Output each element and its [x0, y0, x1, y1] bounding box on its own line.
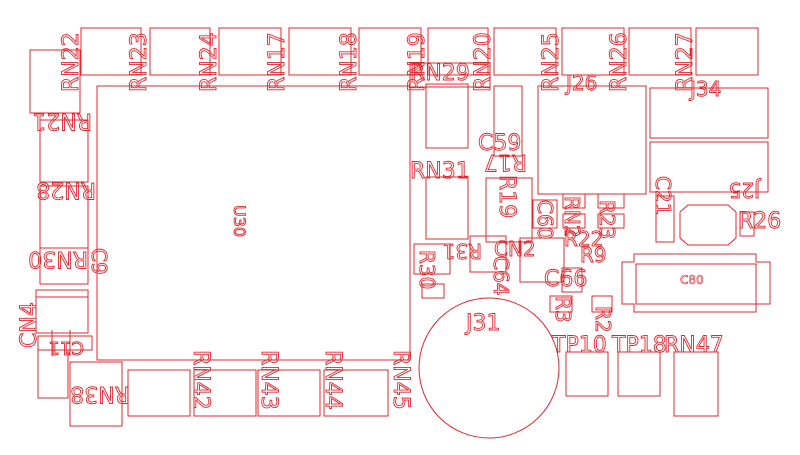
label-c59: C59 — [478, 131, 521, 156]
label-j31: J31 — [464, 311, 500, 336]
j34-outline-b — [649, 141, 769, 193]
rn47-outline — [673, 351, 719, 417]
label-rn42: RN42 — [188, 350, 213, 410]
c21-outline — [655, 195, 675, 243]
label-c9: C9 — [87, 248, 111, 275]
rn22-left-outline — [29, 49, 81, 114]
label-r9: R9 — [580, 243, 607, 267]
label-c66: C66 — [544, 267, 587, 292]
label-r19: R19 — [494, 175, 519, 218]
label-c64: C64 — [489, 256, 513, 295]
rn20-outline — [493, 27, 557, 76]
label-rn26: RN26 — [607, 32, 632, 92]
label-j34: J34 — [688, 77, 721, 101]
rn43-outline — [193, 369, 257, 417]
c80-inner — [635, 263, 757, 305]
rn38-outline — [69, 361, 123, 427]
label-rn29: RN29 — [410, 61, 470, 86]
tp18-outline — [617, 351, 661, 397]
label-r30: R30 — [415, 250, 439, 289]
label-r23: R23 — [595, 200, 619, 239]
r26-outline — [739, 211, 755, 237]
label-rn28: RN28 — [36, 177, 96, 202]
label-r17: R17 — [484, 149, 527, 174]
label-rn19: RN19 — [405, 32, 430, 92]
label-rn20: RN20 — [471, 32, 496, 92]
c80-outline — [621, 253, 771, 313]
label-u30: U30 — [230, 205, 249, 237]
label-r2: R2 — [591, 306, 615, 333]
rn24-outline — [218, 27, 282, 76]
label-rn17: RN17 — [265, 32, 290, 92]
r2-outline — [591, 295, 613, 313]
label-r26: R26 — [738, 209, 781, 234]
c59-outline-b — [493, 85, 523, 157]
c64-outline — [469, 235, 507, 273]
r3-outline — [549, 295, 573, 313]
c66-outline — [561, 267, 583, 293]
rn18-outline — [358, 27, 422, 76]
rn21-outline — [39, 119, 89, 183]
c60-outline — [532, 199, 558, 229]
label-rn27: RN27 — [673, 32, 698, 92]
label-cn2: CN2 — [494, 237, 536, 261]
c9-outline — [37, 349, 69, 399]
rn23-outline — [149, 27, 211, 76]
rn42-outline — [127, 369, 191, 417]
rn17-outline — [288, 27, 352, 76]
label-c11: C11 — [49, 337, 84, 358]
cn2-outline — [519, 237, 565, 283]
label-rn44: RN44 — [320, 350, 345, 410]
c59-outline-a — [425, 83, 469, 149]
u30-outline — [96, 85, 411, 361]
rn45-outline — [323, 369, 389, 417]
rn30-outline — [39, 247, 89, 285]
label-rn31: RN31 — [410, 159, 470, 184]
label-rn2: RN2 — [560, 196, 584, 238]
j31-outline — [418, 297, 560, 439]
rn22-outline — [80, 27, 142, 76]
label-tp10: TP10 — [551, 333, 607, 358]
label-j26: J26 — [564, 71, 597, 95]
label-tp18: TP18 — [611, 333, 667, 358]
label-rn30: RN30 — [28, 246, 88, 271]
label-rn21: RN21 — [32, 108, 92, 133]
rn44-outline — [257, 369, 321, 417]
label-rn18: RN18 — [337, 32, 362, 92]
label-rn23: RN23 — [127, 32, 152, 92]
cn4-outline — [35, 296, 89, 334]
label-rn47: RN47 — [664, 333, 724, 358]
label-rn24: RN24 — [197, 32, 222, 92]
label-rn45: RN45 — [388, 350, 413, 410]
label-r31: R31 — [443, 239, 482, 263]
r30-outline — [421, 283, 445, 299]
label-r22: R22 — [564, 227, 603, 251]
label-rn25: RN25 — [539, 32, 564, 92]
rn29-outline — [409, 62, 491, 88]
rn25-outline — [561, 27, 625, 76]
label-c60: C60 — [533, 200, 557, 239]
rn26-outline — [628, 27, 692, 76]
label-cn4: CN4 — [17, 302, 42, 348]
r23-b-outline — [597, 213, 625, 229]
r31-outline — [413, 243, 451, 275]
j25-outline — [679, 204, 737, 246]
cn4-notch — [35, 289, 89, 297]
label-rn43: RN43 — [256, 350, 281, 410]
label-c80: C80 — [680, 273, 704, 287]
tp10-outline — [565, 351, 609, 397]
label-c21: C21 — [651, 176, 675, 215]
rn27-outline — [695, 27, 759, 76]
r22-b-outline — [562, 213, 586, 229]
label-j25: J25 — [729, 178, 762, 202]
j34-outline-a — [649, 87, 769, 139]
r19-outline — [485, 177, 533, 243]
label-r3: R3 — [551, 296, 575, 323]
label-rn38: RN38 — [70, 381, 130, 406]
rn31-outline — [425, 176, 469, 240]
label-rn22: RN22 — [59, 32, 84, 92]
rn19-outline — [427, 27, 489, 76]
j26-outline — [537, 85, 647, 195]
